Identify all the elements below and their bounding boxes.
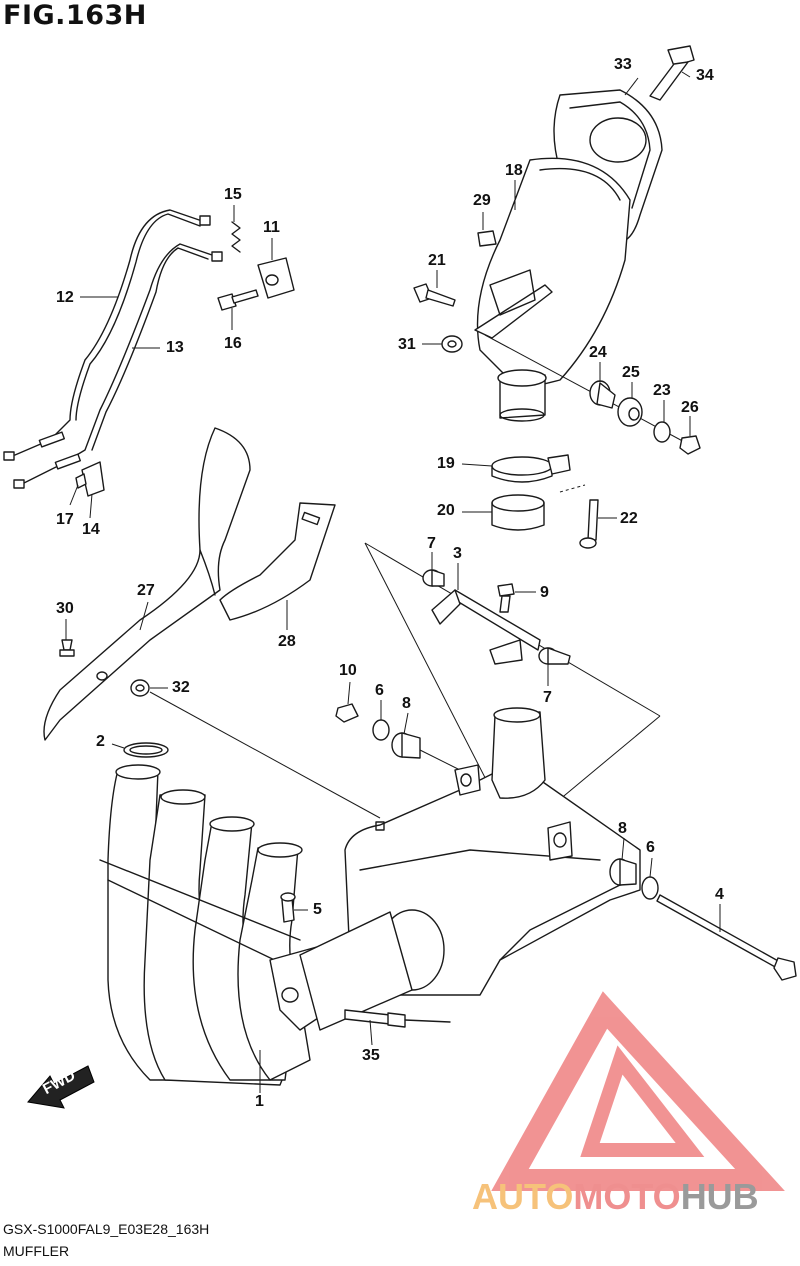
callout-28: 28 xyxy=(278,633,296,650)
watermark-part-hub: HUB xyxy=(680,1176,759,1217)
damper-8b xyxy=(609,858,637,886)
collar-7b xyxy=(538,647,571,665)
pad-29 xyxy=(477,230,497,247)
callout-31: 31 xyxy=(398,336,416,353)
callout-5: 5 xyxy=(313,901,322,918)
callout-14: 14 xyxy=(82,521,100,538)
nut-26 xyxy=(679,435,701,455)
callout-16: 16 xyxy=(224,335,242,352)
callout-8b: 8 xyxy=(618,820,627,837)
footer-name: MUFFLER xyxy=(3,1243,70,1259)
cover-hole xyxy=(589,117,647,163)
callout-8a: 8 xyxy=(402,695,411,712)
leader-lines xyxy=(65,71,721,1093)
callout-4: 4 xyxy=(715,886,724,903)
callout-12: 12 xyxy=(56,289,74,306)
damper-8a xyxy=(391,732,421,759)
gasket-2 xyxy=(123,742,169,758)
callout-21: 21 xyxy=(428,252,446,269)
spring-15 xyxy=(231,221,241,253)
screw-30 xyxy=(59,639,75,657)
callout-17: 17 xyxy=(56,511,74,528)
callout-22: 22 xyxy=(620,510,638,527)
watermark-part-auto: AUTO xyxy=(472,1176,574,1217)
nut-31 xyxy=(441,335,463,353)
washer-23 xyxy=(653,421,671,443)
callout-9: 9 xyxy=(540,584,549,601)
exhaust-pipe-1 xyxy=(99,764,381,1086)
fwd-arrow xyxy=(27,1065,95,1109)
o2-sensor-35 xyxy=(344,1009,451,1028)
washer-6b xyxy=(641,876,659,900)
washer-6a xyxy=(372,719,390,741)
callout-15: 15 xyxy=(224,186,242,203)
bracket-3 xyxy=(431,589,541,665)
bolt-5 xyxy=(280,892,296,923)
watermark-part-moto: MOTO xyxy=(573,1176,681,1217)
callout-26: 26 xyxy=(681,399,699,416)
figure-title: FIG.163H xyxy=(3,0,147,31)
callout-23: 23 xyxy=(653,382,671,399)
callout-25: 25 xyxy=(622,364,640,381)
nut-10 xyxy=(335,703,359,723)
heat-shield-28 xyxy=(219,502,336,621)
watermark-logo xyxy=(491,991,785,1191)
heat-cover-27 xyxy=(43,427,251,741)
exhaust-chamber xyxy=(299,707,641,1031)
screw-17 xyxy=(75,473,87,489)
collar-7a xyxy=(422,569,445,587)
callout-7a: 7 xyxy=(427,535,436,552)
bolt-16 xyxy=(217,289,259,311)
bolt-9 xyxy=(497,583,515,613)
cable-13 xyxy=(19,243,213,486)
callout-34: 34 xyxy=(696,67,714,84)
bracket-11 xyxy=(257,257,295,299)
bolt-21 xyxy=(413,283,456,307)
callout-11: 11 xyxy=(263,219,280,236)
callout-24: 24 xyxy=(589,344,607,361)
bolt-34 xyxy=(649,45,695,101)
clamp-19 xyxy=(491,454,571,483)
callout-1: 1 xyxy=(255,1093,264,1110)
callout-30: 30 xyxy=(56,600,74,617)
callout-19: 19 xyxy=(437,455,455,472)
callout-33: 33 xyxy=(614,56,632,73)
callout-18: 18 xyxy=(505,162,523,179)
bolt-4 xyxy=(656,894,797,981)
bushing-24 xyxy=(589,380,616,409)
callout-20: 20 xyxy=(437,502,455,519)
callout-6b: 6 xyxy=(646,839,655,856)
callout-32: 32 xyxy=(172,679,190,696)
gasket-20 xyxy=(491,494,545,531)
callout-10: 10 xyxy=(339,662,357,679)
watermark-text: AUTOMOTOHUB xyxy=(472,1176,759,1218)
callout-29: 29 xyxy=(473,192,491,209)
cable-12 xyxy=(14,209,206,456)
nut-32 xyxy=(130,679,150,697)
bracket-14 xyxy=(81,461,105,497)
muffler-body xyxy=(476,157,631,391)
callout-35: 35 xyxy=(362,1047,380,1064)
damper-25 xyxy=(617,397,643,427)
callout-3: 3 xyxy=(453,545,462,562)
bolt-22 xyxy=(579,499,599,549)
muffler-cover xyxy=(553,89,663,243)
callout-27: 27 xyxy=(137,582,155,599)
callout-13: 13 xyxy=(166,339,184,356)
callout-7b: 7 xyxy=(543,689,552,706)
callout-6a: 6 xyxy=(375,682,384,699)
callout-2: 2 xyxy=(96,733,105,750)
footer-code: GSX-S1000FAL9_E03E28_163H xyxy=(3,1221,210,1237)
